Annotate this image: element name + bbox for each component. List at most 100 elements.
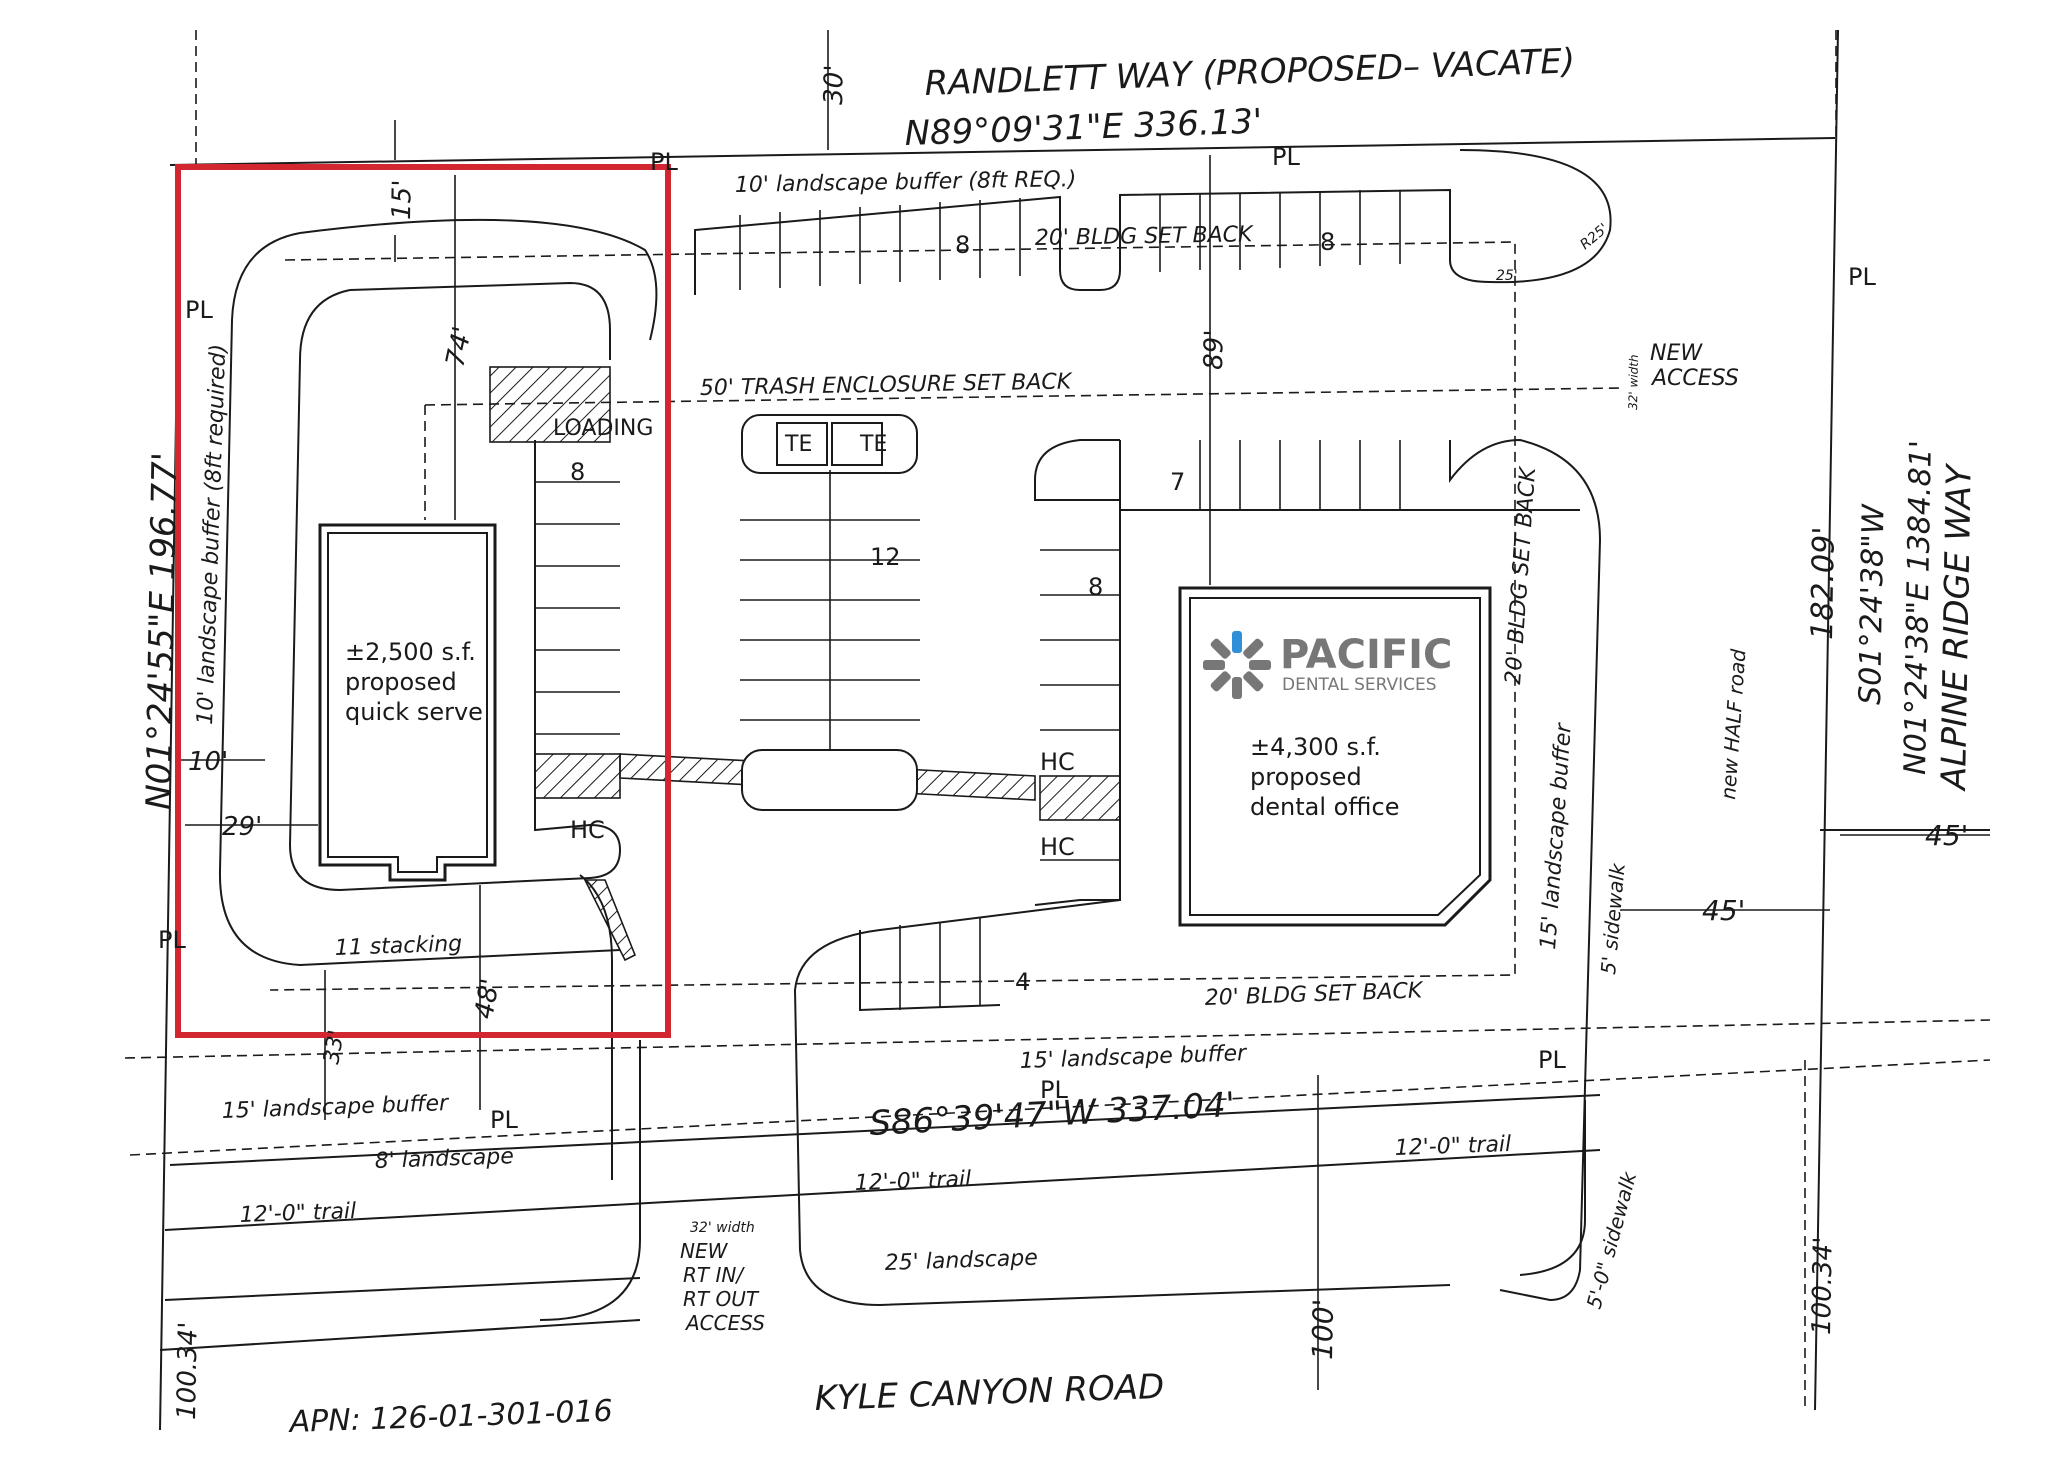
qs-use-2: quick serve <box>345 698 483 726</box>
accessible-aisle-east <box>1039 775 1121 821</box>
trail-line-lower <box>164 1277 641 1301</box>
pl-1: PL <box>650 148 678 176</box>
quick-serve-building: ±2,500 s.f. proposed quick serve <box>318 523 497 882</box>
parking-count-south: 4 <box>1015 968 1030 996</box>
parking-counts: 8 8 8 8 7 12 4 <box>570 228 1335 996</box>
stacking-label: 11 stacking <box>334 932 462 961</box>
center-stalls <box>740 470 920 750</box>
east-property-line <box>1814 29 1839 1411</box>
parking-count-north-b: 8 <box>1320 228 1335 256</box>
apn-label: APN: 126-01-301-016 <box>287 1394 613 1440</box>
north-outer-curb-west <box>299 218 658 341</box>
trail-label-1: 12'-0" trail <box>239 1199 356 1228</box>
te-label-2: TE <box>859 432 887 457</box>
hc-label-3: HC <box>1040 833 1075 861</box>
highlight-box <box>175 164 671 1038</box>
dim-100-34-west: 100.34' <box>172 1321 204 1420</box>
trash-setback-line <box>424 387 1621 406</box>
north-road-name: RANDLETT WAY (PROPOSED– VACATE) <box>924 41 1576 104</box>
access-south-1: NEW <box>680 1239 729 1263</box>
east-parking-top <box>1119 440 1580 511</box>
curbs <box>218 149 1612 1321</box>
south-row-line <box>124 1019 1991 1059</box>
west-landscape-label: 10' landscape buffer (8ft required) <box>193 343 231 725</box>
south-parking-stub <box>859 930 1001 1012</box>
east-bearing-1: S01°24'38"W <box>1853 503 1892 705</box>
east-outer-curb <box>1449 438 1602 1302</box>
pl-2: PL <box>1272 143 1300 171</box>
dim-25: 25' <box>1496 268 1518 284</box>
sidewalk-label-1: 5' sidewalk <box>1596 861 1630 975</box>
inner-island-west <box>288 289 622 892</box>
sidewalk-corner <box>1519 1100 1586 1276</box>
dental-area: ±4,300 s.f. <box>1250 733 1381 761</box>
east-column-stalls <box>1040 549 1120 861</box>
dental-building: PACIFIC DENTAL SERVICES ±4,300 s.f. prop… <box>1178 586 1492 927</box>
north-landscape-label: 10' landscape buffer (8ft REQ.) <box>735 167 1077 198</box>
west-bearing: N01°24'55"E 196.77' <box>139 452 185 810</box>
dim-48: 48' <box>469 976 506 1021</box>
east-parking-column <box>1034 480 1121 906</box>
dim-10: 10' <box>188 747 228 777</box>
south-landscape-15-b: 15' landscape buffer <box>221 1091 450 1124</box>
east-access-curb <box>1459 149 1612 284</box>
landscape-8-label: 8' landscape <box>374 1144 514 1174</box>
east-road-name: ALPINE RIDGE WAY <box>1934 462 1980 792</box>
dim-r25: R25' <box>1577 221 1611 253</box>
dim-15: 15' <box>387 179 418 220</box>
access-width-south: 32' width <box>690 1220 755 1236</box>
east-setback-label: 20' BLDG SET BACK <box>1501 465 1541 685</box>
hc-label-1: HC <box>570 816 605 844</box>
parking-count-east-top: 7 <box>1170 468 1185 496</box>
east-top-stalls <box>1199 440 1401 510</box>
hc-label-2: HC <box>1040 748 1075 776</box>
dim-74: 74' <box>441 324 479 370</box>
west-outer-curb <box>218 232 621 967</box>
parking-count-center: 12 <box>870 543 901 571</box>
north-bearing: N89°09'31"E 336.13' <box>904 102 1263 154</box>
dimension-text: 30' 15' 74' 89' 10' 29' 48' 33' 182.09' … <box>172 64 1968 1420</box>
pl-markers: PL PL PL PL PL PL PL PL <box>158 143 1876 1134</box>
south-setback-label: 20' BLDG SET BACK <box>1204 978 1424 1011</box>
access-south-3: RT OUT <box>683 1287 760 1311</box>
accessible-aisle-west <box>534 753 621 799</box>
pl-8: PL <box>1538 1046 1566 1074</box>
pacific-dental-logo: PACIFIC DENTAL SERVICES <box>1203 631 1452 699</box>
west-aisle-stalls <box>535 481 620 735</box>
parking-count-east-col: 8 <box>1088 573 1103 601</box>
north-setback-label: 20' BLDG SET BACK <box>1035 222 1255 251</box>
east-island-north <box>1034 439 1120 501</box>
trail-label-3: 12'-0" trail <box>1394 1132 1511 1161</box>
curb-line <box>159 1319 641 1351</box>
access-east-1: NEW <box>1650 341 1703 366</box>
qs-use-1: proposed <box>345 668 457 696</box>
pl-7: PL <box>1040 1076 1068 1104</box>
hatched-island <box>583 879 637 962</box>
south-road-name: KYLE CANYON ROAD <box>814 1367 1165 1419</box>
access-width-east: 32' width <box>1626 354 1641 410</box>
west-access-return <box>539 1040 641 1321</box>
dimension-lines <box>180 30 1990 1390</box>
dim-89: 89' <box>1199 329 1230 370</box>
dim-29: 29' <box>222 812 262 842</box>
trail-line-upper <box>164 1149 1601 1231</box>
half-road-label: new HALF road <box>1716 648 1750 800</box>
parking-count-north-a: 8 <box>955 231 970 259</box>
landscape-25-label: 25' landscape <box>884 1246 1038 1276</box>
loading-label: LOADING <box>553 416 653 441</box>
south-stalls <box>899 918 981 1010</box>
east-landscape-15: 15' landscape buffer <box>1536 721 1577 951</box>
parking-count-west: 8 <box>570 458 585 486</box>
trash-enclosure: TE TE <box>741 414 918 474</box>
inner-curb-north <box>349 281 611 360</box>
hatched-areas <box>489 366 1121 962</box>
qs-area: ±2,500 s.f. <box>345 638 476 666</box>
south-island <box>793 899 1451 1307</box>
logo-sub: DENTAL SERVICES <box>1282 675 1437 695</box>
dim-30: 30' <box>819 64 850 105</box>
crosswalk-island <box>741 749 918 811</box>
dim-100: 100' <box>1306 1298 1340 1360</box>
road-labels: RANDLETT WAY (PROPOSED– VACATE) N89°09'3… <box>139 41 1980 1440</box>
site-annotations: 10' landscape buffer (8ft REQ.) 20' BLDG… <box>193 167 1751 1335</box>
